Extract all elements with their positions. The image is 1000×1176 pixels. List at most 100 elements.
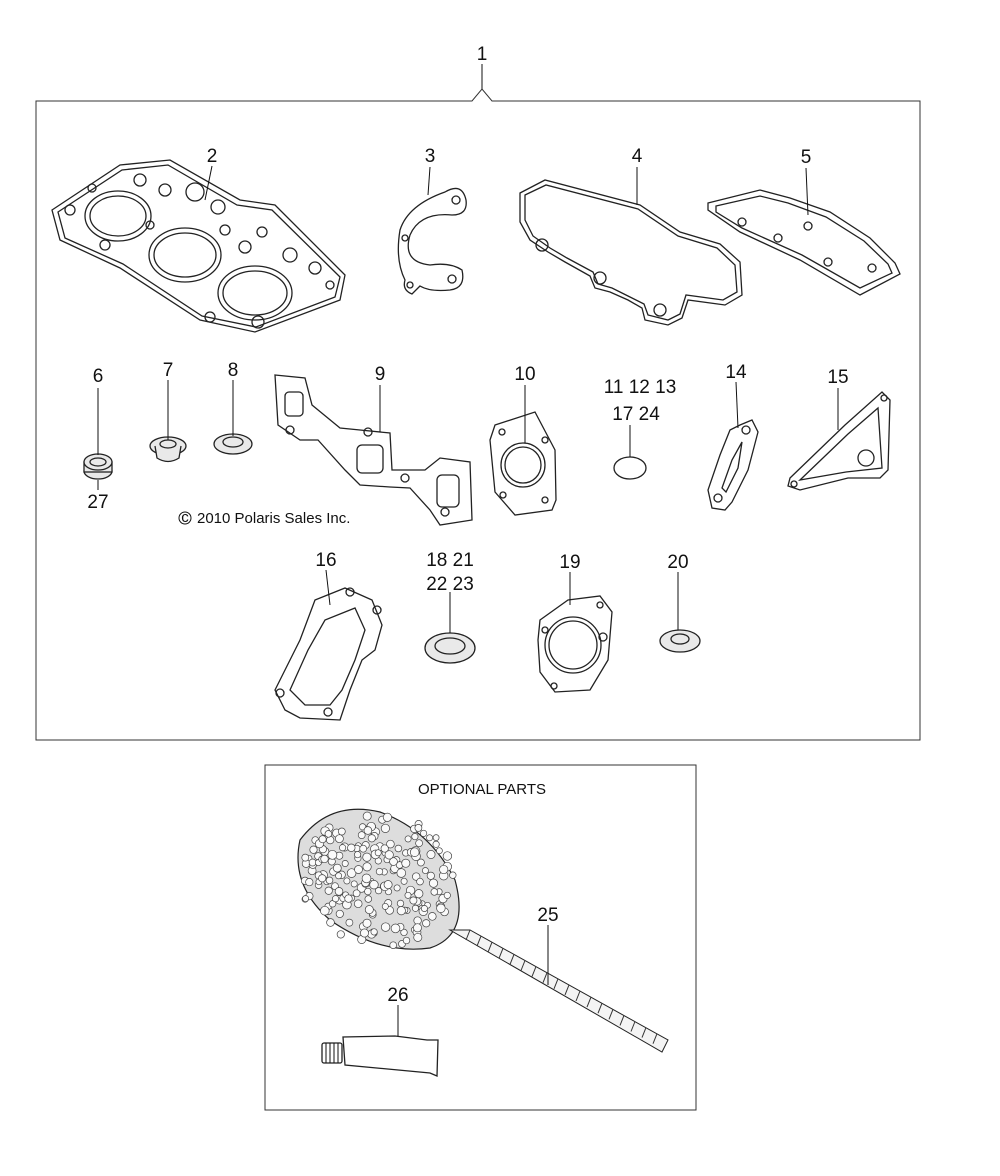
bristle <box>432 840 440 848</box>
bristle <box>357 831 366 839</box>
optional-parts-title: OPTIONAL PARTS <box>418 781 546 798</box>
bristle <box>404 835 412 843</box>
bristle <box>415 839 423 848</box>
label-4: 4 <box>632 146 643 167</box>
twist-mark <box>608 1009 614 1020</box>
label-1: 1 <box>477 44 488 65</box>
twist-mark <box>553 978 559 989</box>
bristle <box>364 895 373 903</box>
label-7: 7 <box>163 360 174 381</box>
label-17-24: 17 24 <box>612 404 660 425</box>
copyright-symbol-circle <box>178 511 192 525</box>
bristle <box>381 902 389 910</box>
bristle <box>354 865 363 874</box>
bristle <box>324 830 333 838</box>
bristle <box>335 834 344 844</box>
label-25: 25 <box>537 905 558 926</box>
bristle <box>367 834 376 843</box>
part-3-gasket <box>397 166 467 295</box>
bristle <box>417 858 425 867</box>
brush-twist <box>465 929 658 1044</box>
bristle <box>380 844 389 853</box>
bristle <box>374 849 382 857</box>
bristle <box>404 891 412 899</box>
bristle <box>386 839 395 849</box>
bristle <box>344 894 353 903</box>
bristle <box>389 857 398 866</box>
bristle <box>362 852 372 862</box>
part-10-flange-gasket <box>489 385 557 516</box>
bristle <box>362 918 372 928</box>
label-8: 8 <box>228 360 239 381</box>
part-6-valve-seal <box>83 388 113 490</box>
label-11-12-13: 11 12 13 <box>604 377 677 398</box>
bristle <box>409 896 418 905</box>
bristle <box>346 868 357 878</box>
bristle <box>343 877 351 885</box>
twist-mark <box>586 996 592 1008</box>
bristle <box>301 853 310 862</box>
label-26: 26 <box>387 985 408 1006</box>
bristle <box>318 835 327 844</box>
bristle <box>375 887 383 895</box>
bristle <box>443 891 451 899</box>
bristle <box>332 895 340 903</box>
label-15: 15 <box>827 367 848 388</box>
bristle <box>325 876 334 885</box>
bristle <box>352 889 361 898</box>
twist-mark <box>531 966 537 977</box>
kit-frame <box>35 88 921 741</box>
label-18-21: 18 21 <box>426 550 474 571</box>
bristle <box>305 878 314 887</box>
twist-mark <box>509 954 515 965</box>
bristle <box>428 878 439 888</box>
bristle <box>439 864 449 875</box>
twist-mark <box>520 960 526 971</box>
bristle <box>362 862 372 872</box>
bristle <box>336 930 345 939</box>
label-14: 14 <box>725 362 747 383</box>
bristle <box>335 872 343 880</box>
part-11-oring <box>613 425 647 480</box>
bristle <box>380 922 391 932</box>
bristle <box>309 845 318 854</box>
label-5: 5 <box>801 147 812 168</box>
bristle <box>369 880 379 890</box>
bristle <box>360 928 369 938</box>
twist-mark <box>542 972 548 983</box>
bristle <box>396 906 406 916</box>
copyright-symbol: c <box>181 509 189 526</box>
bristle <box>354 851 362 859</box>
bristle <box>411 833 419 841</box>
bristle <box>332 863 342 873</box>
twist-mark <box>564 984 570 996</box>
label-19: 19 <box>559 552 580 573</box>
bristle <box>402 936 411 945</box>
bristle <box>393 884 401 892</box>
optional-parts-frame <box>264 764 697 1111</box>
bristle <box>436 847 443 855</box>
bristle <box>426 850 436 859</box>
bristle <box>409 847 420 857</box>
bristle <box>382 812 392 822</box>
bristle <box>341 860 349 867</box>
label-27: 27 <box>87 492 108 513</box>
bristle <box>335 909 344 918</box>
bristle <box>375 867 384 876</box>
bristle <box>353 899 363 909</box>
bristle <box>396 899 405 908</box>
part-2-head-gasket <box>51 159 346 333</box>
label-2: 2 <box>207 146 218 167</box>
part-26-tube <box>321 1005 439 1077</box>
twist-mark <box>487 942 493 953</box>
part-15-gasket <box>787 388 891 491</box>
part-9-manifold-gasket <box>274 374 473 526</box>
brush-bristles <box>300 811 457 949</box>
bristle <box>430 888 439 896</box>
bristle <box>414 889 424 899</box>
bristle <box>327 849 338 860</box>
bristle <box>420 829 428 837</box>
bristle <box>400 928 408 937</box>
bristle <box>449 871 457 879</box>
